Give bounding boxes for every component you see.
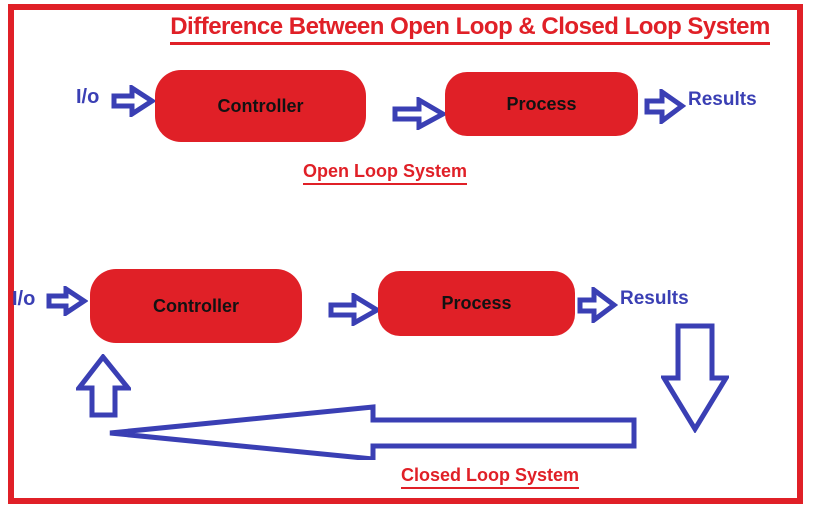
open-loop-controller-box: Controller — [155, 70, 366, 142]
open-loop-output-arrow-icon — [644, 89, 686, 124]
feedback-up-arrow-icon — [76, 354, 131, 418]
open-loop-output-label: Results — [688, 89, 757, 110]
closed-loop-output-arrow-icon — [577, 287, 618, 323]
closed-loop-process-box: Process — [378, 271, 575, 336]
closed-loop-process-label: Process — [441, 293, 512, 313]
open-loop-input-label: I/o — [76, 86, 100, 108]
feedback-down-arrow-icon — [661, 323, 729, 433]
closed-loop-controller-label: Controller — [152, 295, 239, 316]
feedback-left-arrow-icon — [106, 404, 638, 460]
closed-loop-flow-arrow-icon — [328, 293, 381, 326]
diagram-border — [8, 4, 803, 504]
closed-loop-controller-box: Controller — [90, 269, 302, 343]
closed-loop-input-arrow-icon — [46, 286, 88, 316]
open-loop-caption-text: Open Loop System — [302, 161, 468, 185]
closed-loop-caption: Closed Loop System — [385, 465, 595, 489]
open-loop-process-label: Process — [506, 93, 577, 114]
diagram-title-text: Difference Between Open Loop & Closed Lo… — [170, 13, 770, 45]
open-loop-caption: Open Loop System — [285, 161, 485, 185]
open-loop-process-box: Process — [445, 72, 638, 136]
open-loop-flow-arrow-icon — [392, 97, 447, 130]
closed-loop-output-label: Results — [620, 288, 689, 309]
closed-loop-input-label: I/o — [12, 288, 36, 310]
closed-loop-caption-text: Closed Loop System — [400, 465, 580, 489]
open-loop-controller-label: Controller — [217, 95, 304, 116]
diagram-title: Difference Between Open Loop & Closed Lo… — [120, 13, 813, 45]
open-loop-input-arrow-icon — [111, 85, 156, 117]
